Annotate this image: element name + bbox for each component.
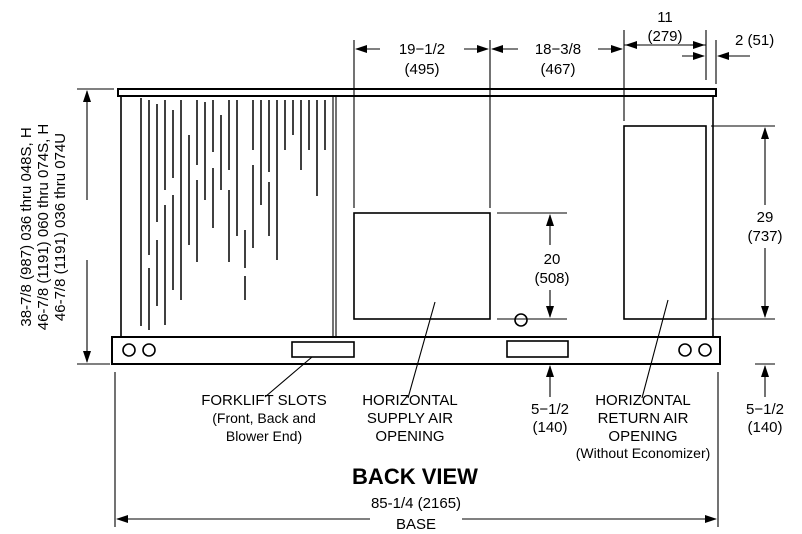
supply-clearance-imperial: 5−1/2	[531, 401, 569, 418]
unit-top-cap	[117, 88, 717, 97]
dimension-arrows	[83, 41, 775, 523]
return-height-imperial: 29	[757, 209, 774, 226]
forklift-callout: FORKLIFT SLOTS (Front, Back and Blower E…	[201, 392, 327, 444]
supply-line: SUPPLY AIR	[367, 410, 453, 427]
base-hole	[122, 343, 136, 357]
supply-callout: HORIZONTAL SUPPLY AIR OPENING	[362, 392, 458, 445]
forklift-line: Blower End)	[226, 428, 302, 444]
unit-base-rail	[111, 336, 721, 365]
supply-clearance-metric: (140)	[532, 419, 567, 436]
supply-height-metric: (508)	[534, 270, 569, 287]
base-length-value: 85-1/4 (2165)	[371, 495, 461, 512]
unit-cabinet	[111, 88, 721, 365]
base-hole	[698, 343, 712, 357]
forklift-line: FORKLIFT SLOTS	[201, 392, 327, 409]
supply-height-imperial: 20	[544, 251, 561, 268]
unit-height-labels: 38-7/8 (987) 036 thru 048S, H 46-7/8 (11…	[18, 124, 69, 331]
between-width-imperial: 18−3/8	[535, 41, 581, 58]
right-offset-label: 2 (51)	[735, 32, 774, 49]
return-line: RETURN AIR	[598, 410, 689, 427]
base-hole	[678, 343, 692, 357]
supply-width-metric: (495)	[404, 61, 439, 78]
supply-leader	[407, 301, 436, 399]
return-callout: HORIZONTAL RETURN AIR OPENING (Without E…	[576, 392, 711, 461]
forklift-slot	[506, 340, 569, 358]
base-hole	[142, 343, 156, 357]
return-line: (Without Economizer)	[576, 445, 711, 461]
unit-height-line: 46-7/8 (1191) 060 thru 074S, H	[35, 124, 52, 331]
forklift-slot	[291, 341, 355, 358]
return-height-metric: (737)	[747, 228, 782, 245]
return-width-metric: (279)	[647, 28, 682, 45]
drain-fitting	[514, 313, 528, 327]
leader-lines	[264, 299, 669, 399]
unit-height-line: 46-7/8 (1191) 036 thru 074U	[52, 133, 69, 321]
return-line: OPENING	[608, 428, 677, 445]
supply-line: OPENING	[375, 428, 444, 445]
return-width-imperial: 11	[657, 9, 673, 26]
return-line: HORIZONTAL	[595, 392, 691, 409]
condenser-coil-pattern	[140, 98, 326, 330]
supply-width-imperial: 19−1/2	[399, 41, 445, 58]
return-air-opening	[623, 125, 707, 320]
forklift-leader	[264, 356, 313, 398]
supply-air-opening	[353, 212, 491, 320]
supply-line: HORIZONTAL	[362, 392, 458, 409]
base-length-caption: BASE	[396, 516, 436, 533]
unit-height-line: 38-7/8 (987) 036 thru 048S, H	[18, 127, 35, 326]
view-title: BACK VIEW	[352, 464, 478, 489]
return-clearance-imperial: 5−1/2	[746, 401, 784, 418]
return-clearance-metric: (140)	[747, 419, 782, 436]
extension-lines	[77, 30, 775, 527]
between-width-metric: (467)	[540, 61, 575, 78]
forklift-line: (Front, Back and	[212, 410, 316, 426]
return-leader	[641, 299, 669, 399]
